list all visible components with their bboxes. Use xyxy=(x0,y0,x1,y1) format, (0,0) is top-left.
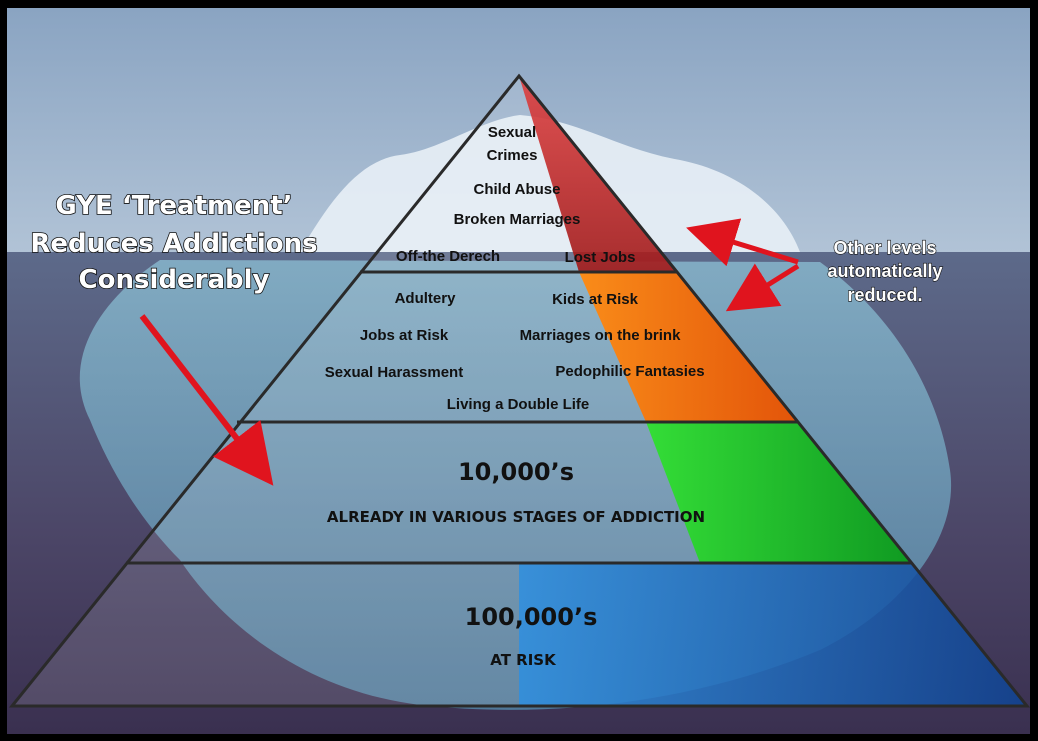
iceberg-tip xyxy=(300,115,800,252)
tier3-label: ALREADY IN VARIOUS STAGES OF ADDICTION xyxy=(327,508,705,526)
tier3-wedge xyxy=(646,422,912,563)
right-callout-line2: automatically xyxy=(827,261,942,281)
tier1-label-broken-marriages: Broken Marriages xyxy=(454,211,581,228)
tier2-label-jobs-at-risk: Jobs at Risk xyxy=(360,327,449,344)
left-callout-line2: Reduces Addictions xyxy=(30,229,317,259)
tier4-wedge xyxy=(519,563,1027,706)
tier2-label-sexual-harassment: Sexual Harassment xyxy=(325,364,463,381)
tier2-wedge xyxy=(579,272,798,422)
tier2-label-marriages-on-the-brink: Marriages on the brink xyxy=(520,327,682,344)
left-arrow xyxy=(139,314,274,486)
tier2-label-kids-at-risk: Kids at Risk xyxy=(552,291,639,308)
left-callout-line3: Considerably xyxy=(79,265,270,295)
tier1-label-crimes: Crimes xyxy=(487,147,538,164)
right-arrow-up xyxy=(686,218,799,267)
tier1-label-off-the-derech: Off-the Derech xyxy=(396,248,500,265)
pyramid-outline xyxy=(8,73,1031,708)
tier1-label-lost-jobs: Lost Jobs xyxy=(565,249,636,266)
tier1-label-sexual: Sexual xyxy=(488,124,536,141)
tier3-count: 10,000’s xyxy=(458,458,574,486)
right-callout-line1: Other levels xyxy=(833,238,936,258)
tier1-label-child-abuse: Child Abuse xyxy=(474,181,561,198)
tier2-label-adultery: Adultery xyxy=(395,290,457,307)
left-callout-line1: GYE ‘Treatment’ xyxy=(55,191,292,221)
tier4-count: 100,000’s xyxy=(465,603,598,631)
tier2-label-pedophilic-fantasies: Pedophilic Fantasies xyxy=(555,363,704,380)
tier4-label: AT RISK xyxy=(490,651,557,669)
tier2-label-living-a-double-life: Living a Double Life xyxy=(447,396,590,413)
right-arrow-down xyxy=(725,263,800,312)
right-callout-line3: reduced. xyxy=(847,285,922,305)
